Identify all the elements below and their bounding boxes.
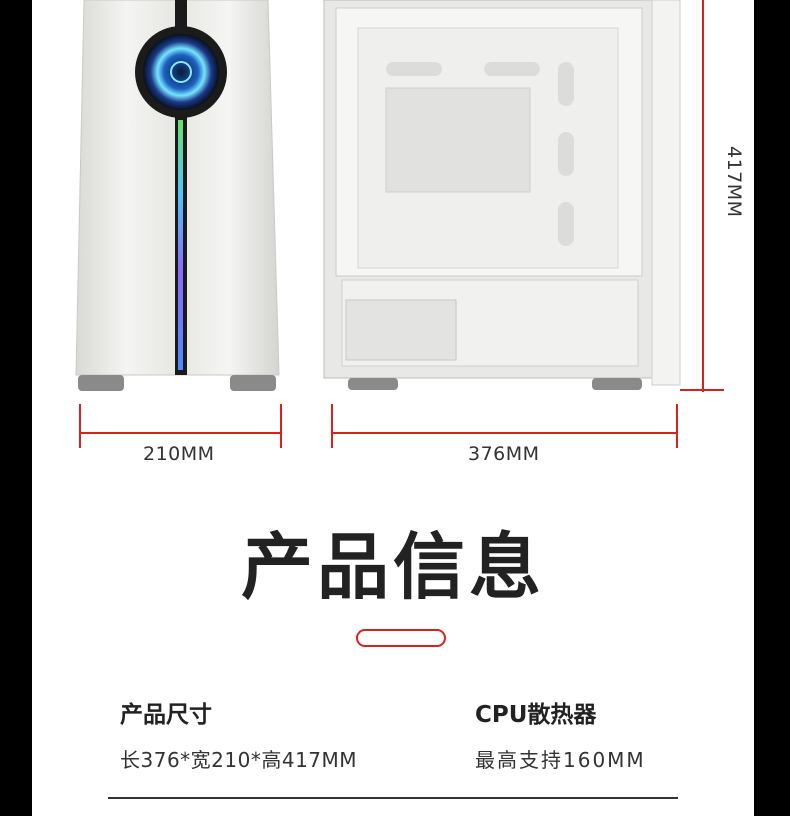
length-dimension-line	[331, 432, 678, 434]
spec-size-name: 产品尺寸	[120, 702, 212, 728]
length-dimension-tick-left	[331, 404, 333, 448]
spec-cpu-cooler-value: 最高支持160MM	[475, 748, 646, 772]
case-side-view	[323, 0, 681, 390]
product-info-page: 210MM 376MM 417MM 产品信息 产品尺寸 长376*宽210*高4…	[32, 0, 754, 816]
width-dimension-label: 210MM	[143, 443, 215, 465]
spec-divider	[108, 797, 678, 799]
height-dimension-line	[702, 0, 704, 392]
height-dimension-label: 417MM	[723, 146, 745, 218]
title-decoration-pill	[356, 629, 446, 647]
length-dimension-tick-right	[676, 404, 678, 448]
spec-size-value: 长376*宽210*高417MM	[120, 748, 358, 772]
section-title: 产品信息	[240, 525, 545, 609]
height-dimension-tick-bottom	[680, 389, 724, 391]
case-front-view	[75, 0, 280, 391]
spec-cpu-cooler-name: CPU散热器	[475, 702, 597, 728]
width-dimension-tick-left	[79, 404, 81, 448]
width-dimension-line	[79, 432, 282, 434]
width-dimension-tick-right	[280, 404, 282, 448]
length-dimension-label: 376MM	[468, 443, 540, 465]
